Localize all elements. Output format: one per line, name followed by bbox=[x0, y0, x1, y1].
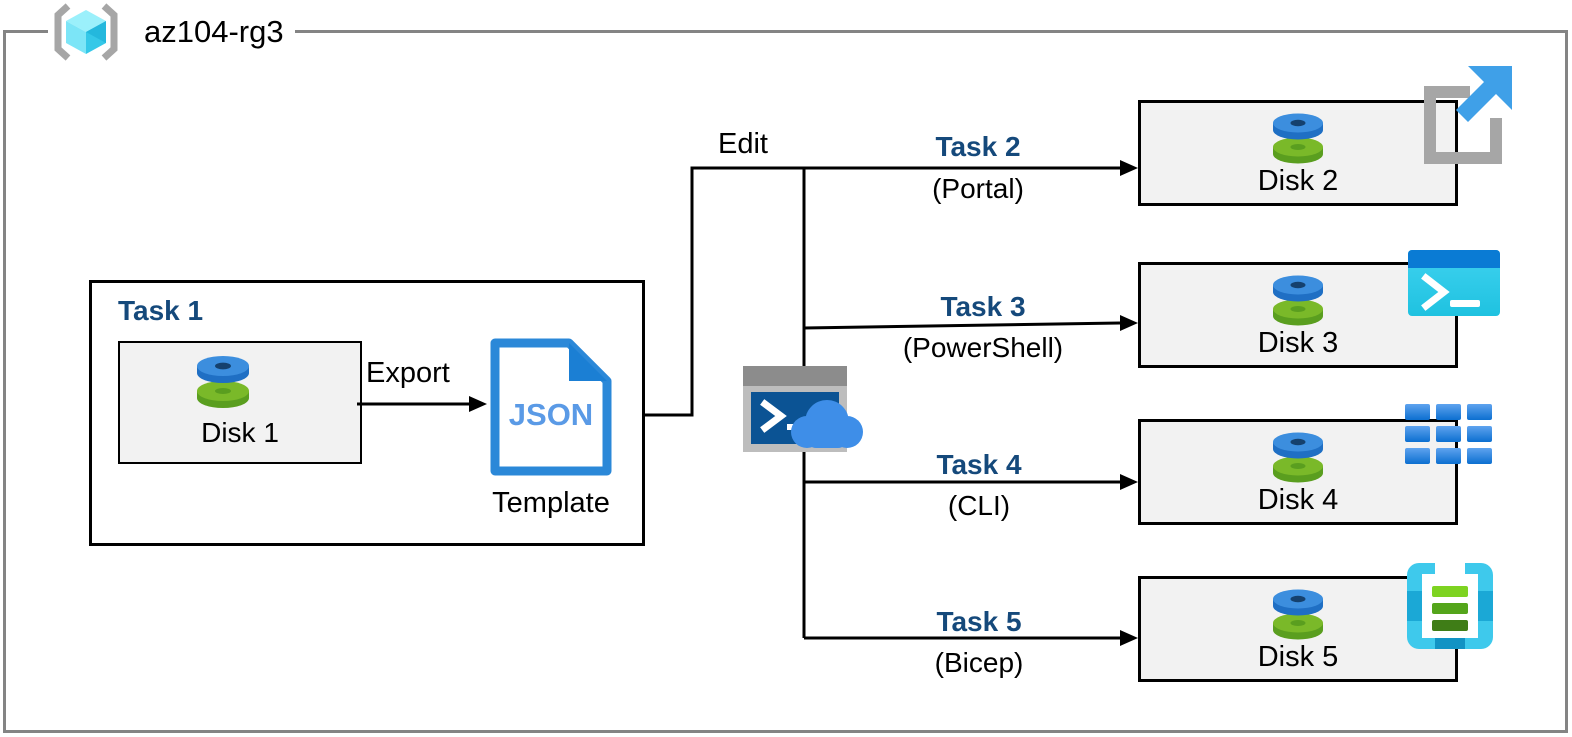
resource-group-border-top-right bbox=[295, 30, 1568, 33]
azure-disk-icon bbox=[1269, 430, 1327, 486]
azure-disk-icon bbox=[1269, 273, 1327, 329]
json-file-icon: JSON bbox=[489, 337, 613, 477]
task3-label: Task 3 bbox=[940, 291, 1026, 322]
azure-cli-icon bbox=[1405, 404, 1493, 464]
task3-tool-label: (PowerShell) bbox=[902, 332, 1064, 363]
disk1-label: Disk 1 bbox=[201, 417, 279, 448]
disk2-box: Disk 2 bbox=[1138, 100, 1458, 206]
disk5-box: Disk 5 bbox=[1138, 576, 1458, 682]
resource-group-border-top-left bbox=[3, 30, 48, 33]
task1-label: Task 1 bbox=[118, 295, 204, 326]
disk5-label: Disk 5 bbox=[1257, 641, 1339, 673]
svg-text:JSON: JSON bbox=[509, 397, 593, 432]
disk2-label: Disk 2 bbox=[1257, 165, 1339, 197]
edit-label: Edit bbox=[718, 128, 768, 160]
resource-group-container bbox=[3, 30, 1568, 733]
export-arrow bbox=[357, 392, 487, 416]
azure-disk-icon bbox=[1269, 111, 1327, 167]
azure-disk-icon bbox=[1269, 587, 1327, 643]
cloud-shell-icon bbox=[743, 366, 865, 452]
task2-label: Task 2 bbox=[935, 131, 1021, 162]
disk4-label: Disk 4 bbox=[1257, 484, 1339, 516]
task4-tool-label: (CLI) bbox=[947, 490, 1011, 521]
azure-portal-icon bbox=[1408, 62, 1516, 170]
template-label: Template bbox=[492, 487, 610, 519]
azure-resource-group-icon bbox=[50, 2, 122, 62]
disk3-box: Disk 3 bbox=[1138, 262, 1458, 368]
task4-label: Task 4 bbox=[936, 449, 1022, 480]
page-title: az104-rg3 bbox=[144, 14, 284, 49]
export-label: Export bbox=[366, 357, 450, 389]
task5-tool-label: (Bicep) bbox=[934, 647, 1024, 678]
task5-label: Task 5 bbox=[936, 606, 1022, 637]
powershell-icon bbox=[1408, 250, 1500, 316]
disk3-label: Disk 3 bbox=[1257, 327, 1339, 359]
task2-tool-label: (Portal) bbox=[932, 173, 1024, 204]
bicep-icon bbox=[1405, 561, 1495, 651]
disk4-box: Disk 4 bbox=[1138, 419, 1458, 525]
azure-disk-icon bbox=[193, 353, 253, 411]
